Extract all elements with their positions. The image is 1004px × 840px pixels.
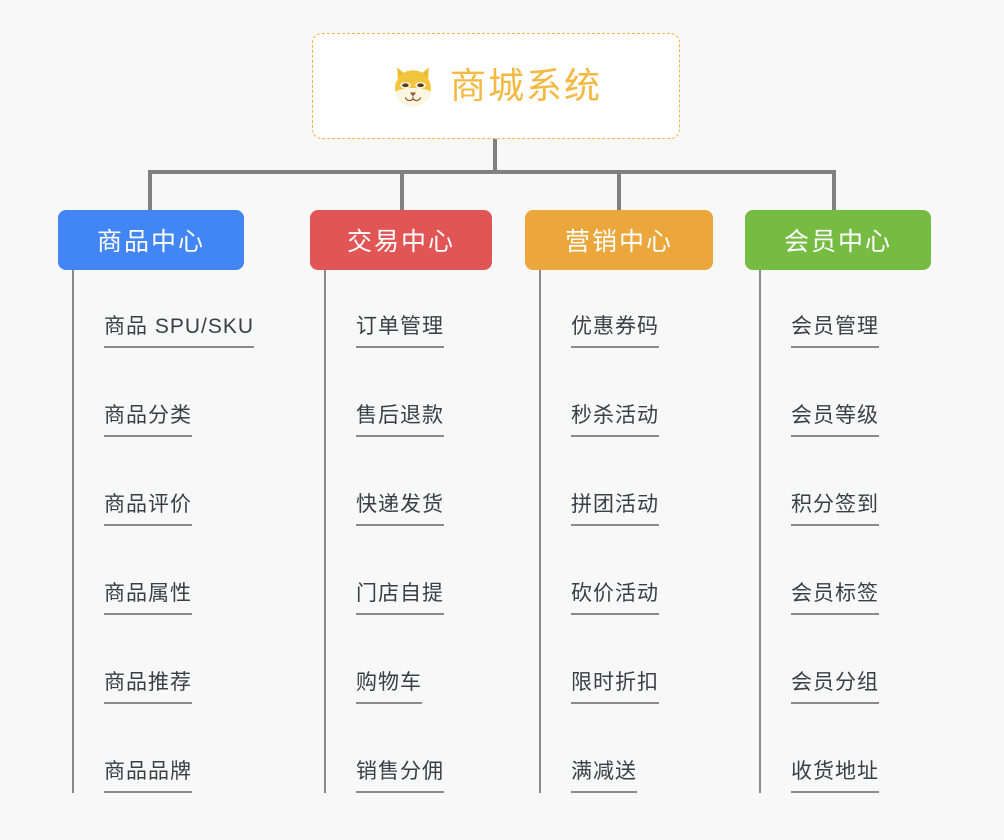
list-item[interactable]: 砍价活动	[541, 526, 713, 615]
leaf-label: 限时折扣	[571, 666, 659, 704]
category-header-trade-center[interactable]: 交易中心	[310, 210, 492, 270]
leaf-list-product-center: 商品 SPU/SKU 商品分类 商品评价 商品属性 商品推荐 商品品牌	[72, 270, 255, 793]
list-item[interactable]: 会员标签	[761, 526, 931, 615]
leaf-label: 销售分佣	[356, 755, 444, 793]
connector-drop-1	[148, 170, 152, 212]
list-item[interactable]: 快递发货	[326, 437, 492, 526]
list-item[interactable]: 商品评价	[74, 437, 244, 526]
connector-horizontal-bus	[148, 170, 836, 174]
leaf-label: 积分签到	[791, 488, 879, 526]
list-item[interactable]: 售后退款	[326, 348, 492, 437]
leaf-list-marketing-center: 优惠券码 秒杀活动 拼团活动 砍价活动 限时折扣 满减送	[539, 270, 713, 793]
leaf-label: 商品属性	[104, 577, 192, 615]
connector-drop-4	[832, 170, 836, 212]
list-item[interactable]: 商品推荐	[74, 615, 244, 704]
leaf-list-trade-center: 订单管理 售后退款 快递发货 门店自提 购物车 销售分佣	[324, 270, 492, 793]
connector-drop-2	[400, 170, 404, 212]
list-item[interactable]: 收货地址	[761, 704, 931, 793]
list-item[interactable]: 限时折扣	[541, 615, 713, 704]
category-header-marketing-center[interactable]: 营销中心	[525, 210, 713, 270]
category-title: 交易中心	[346, 228, 455, 256]
leaf-label: 售后退款	[356, 399, 444, 437]
list-item[interactable]: 门店自提	[326, 526, 492, 615]
shiba-dog-face-icon	[395, 67, 431, 107]
list-item[interactable]: 秒杀活动	[541, 348, 713, 437]
category-title: 营销中心	[564, 228, 673, 256]
branch-member-center: 会员中心 会员管理 会员等级 积分签到 会员标签 会员分组 收货地址	[745, 210, 931, 793]
list-item[interactable]: 会员等级	[761, 348, 931, 437]
leaf-label: 门店自提	[356, 577, 444, 615]
leaf-label: 商品推荐	[104, 666, 192, 704]
leaf-label: 收货地址	[791, 755, 879, 793]
leaf-label: 砍价活动	[571, 577, 659, 615]
category-header-member-center[interactable]: 会员中心	[745, 210, 931, 270]
branch-product-center: 商品中心 商品 SPU/SKU 商品分类 商品评价 商品属性 商品推荐 商品品牌	[58, 210, 255, 793]
list-item[interactable]: 会员分组	[761, 615, 931, 704]
connector-root-stem	[493, 139, 497, 173]
root-title: 商城系统	[449, 65, 602, 106]
leaf-label: 商品品牌	[104, 755, 192, 793]
leaf-label: 订单管理	[356, 310, 444, 348]
leaf-label: 商品 SPU/SKU	[104, 310, 255, 348]
branch-trade-center: 交易中心 订单管理 售后退款 快递发货 门店自提 购物车 销售分佣	[310, 210, 492, 793]
branch-marketing-center: 营销中心 优惠券码 秒杀活动 拼团活动 砍价活动 限时折扣 满减送	[525, 210, 713, 793]
connector-drop-3	[617, 170, 621, 212]
list-item[interactable]: 销售分佣	[326, 704, 492, 793]
leaf-label: 优惠券码	[571, 310, 659, 348]
leaf-label: 购物车	[356, 666, 422, 704]
list-item[interactable]: 满减送	[541, 704, 713, 793]
list-item[interactable]: 商品品牌	[74, 704, 244, 793]
leaf-label: 满减送	[571, 755, 637, 793]
leaf-label: 秒杀活动	[571, 399, 659, 437]
category-title: 商品中心	[96, 228, 205, 256]
leaf-label: 会员管理	[791, 310, 879, 348]
list-item[interactable]: 订单管理	[326, 270, 492, 348]
list-item[interactable]: 购物车	[326, 615, 492, 704]
list-item[interactable]: 商品 SPU/SKU	[74, 270, 255, 348]
leaf-label: 拼团活动	[571, 488, 659, 526]
list-item[interactable]: 积分签到	[761, 437, 931, 526]
leaf-label: 会员标签	[791, 577, 879, 615]
leaf-label: 会员等级	[791, 399, 879, 437]
list-item[interactable]: 优惠券码	[541, 270, 713, 348]
leaf-list-member-center: 会员管理 会员等级 积分签到 会员标签 会员分组 收货地址	[759, 270, 931, 793]
category-header-product-center[interactable]: 商品中心	[58, 210, 244, 270]
leaf-label: 商品评价	[104, 488, 192, 526]
leaf-label: 会员分组	[791, 666, 879, 704]
category-title: 会员中心	[783, 228, 892, 256]
leaf-label: 快递发货	[356, 488, 444, 526]
root-node[interactable]: 商城系统	[312, 33, 680, 139]
leaf-label: 商品分类	[104, 399, 192, 437]
list-item[interactable]: 商品属性	[74, 526, 244, 615]
list-item[interactable]: 拼团活动	[541, 437, 713, 526]
list-item[interactable]: 会员管理	[761, 270, 931, 348]
list-item[interactable]: 商品分类	[74, 348, 244, 437]
